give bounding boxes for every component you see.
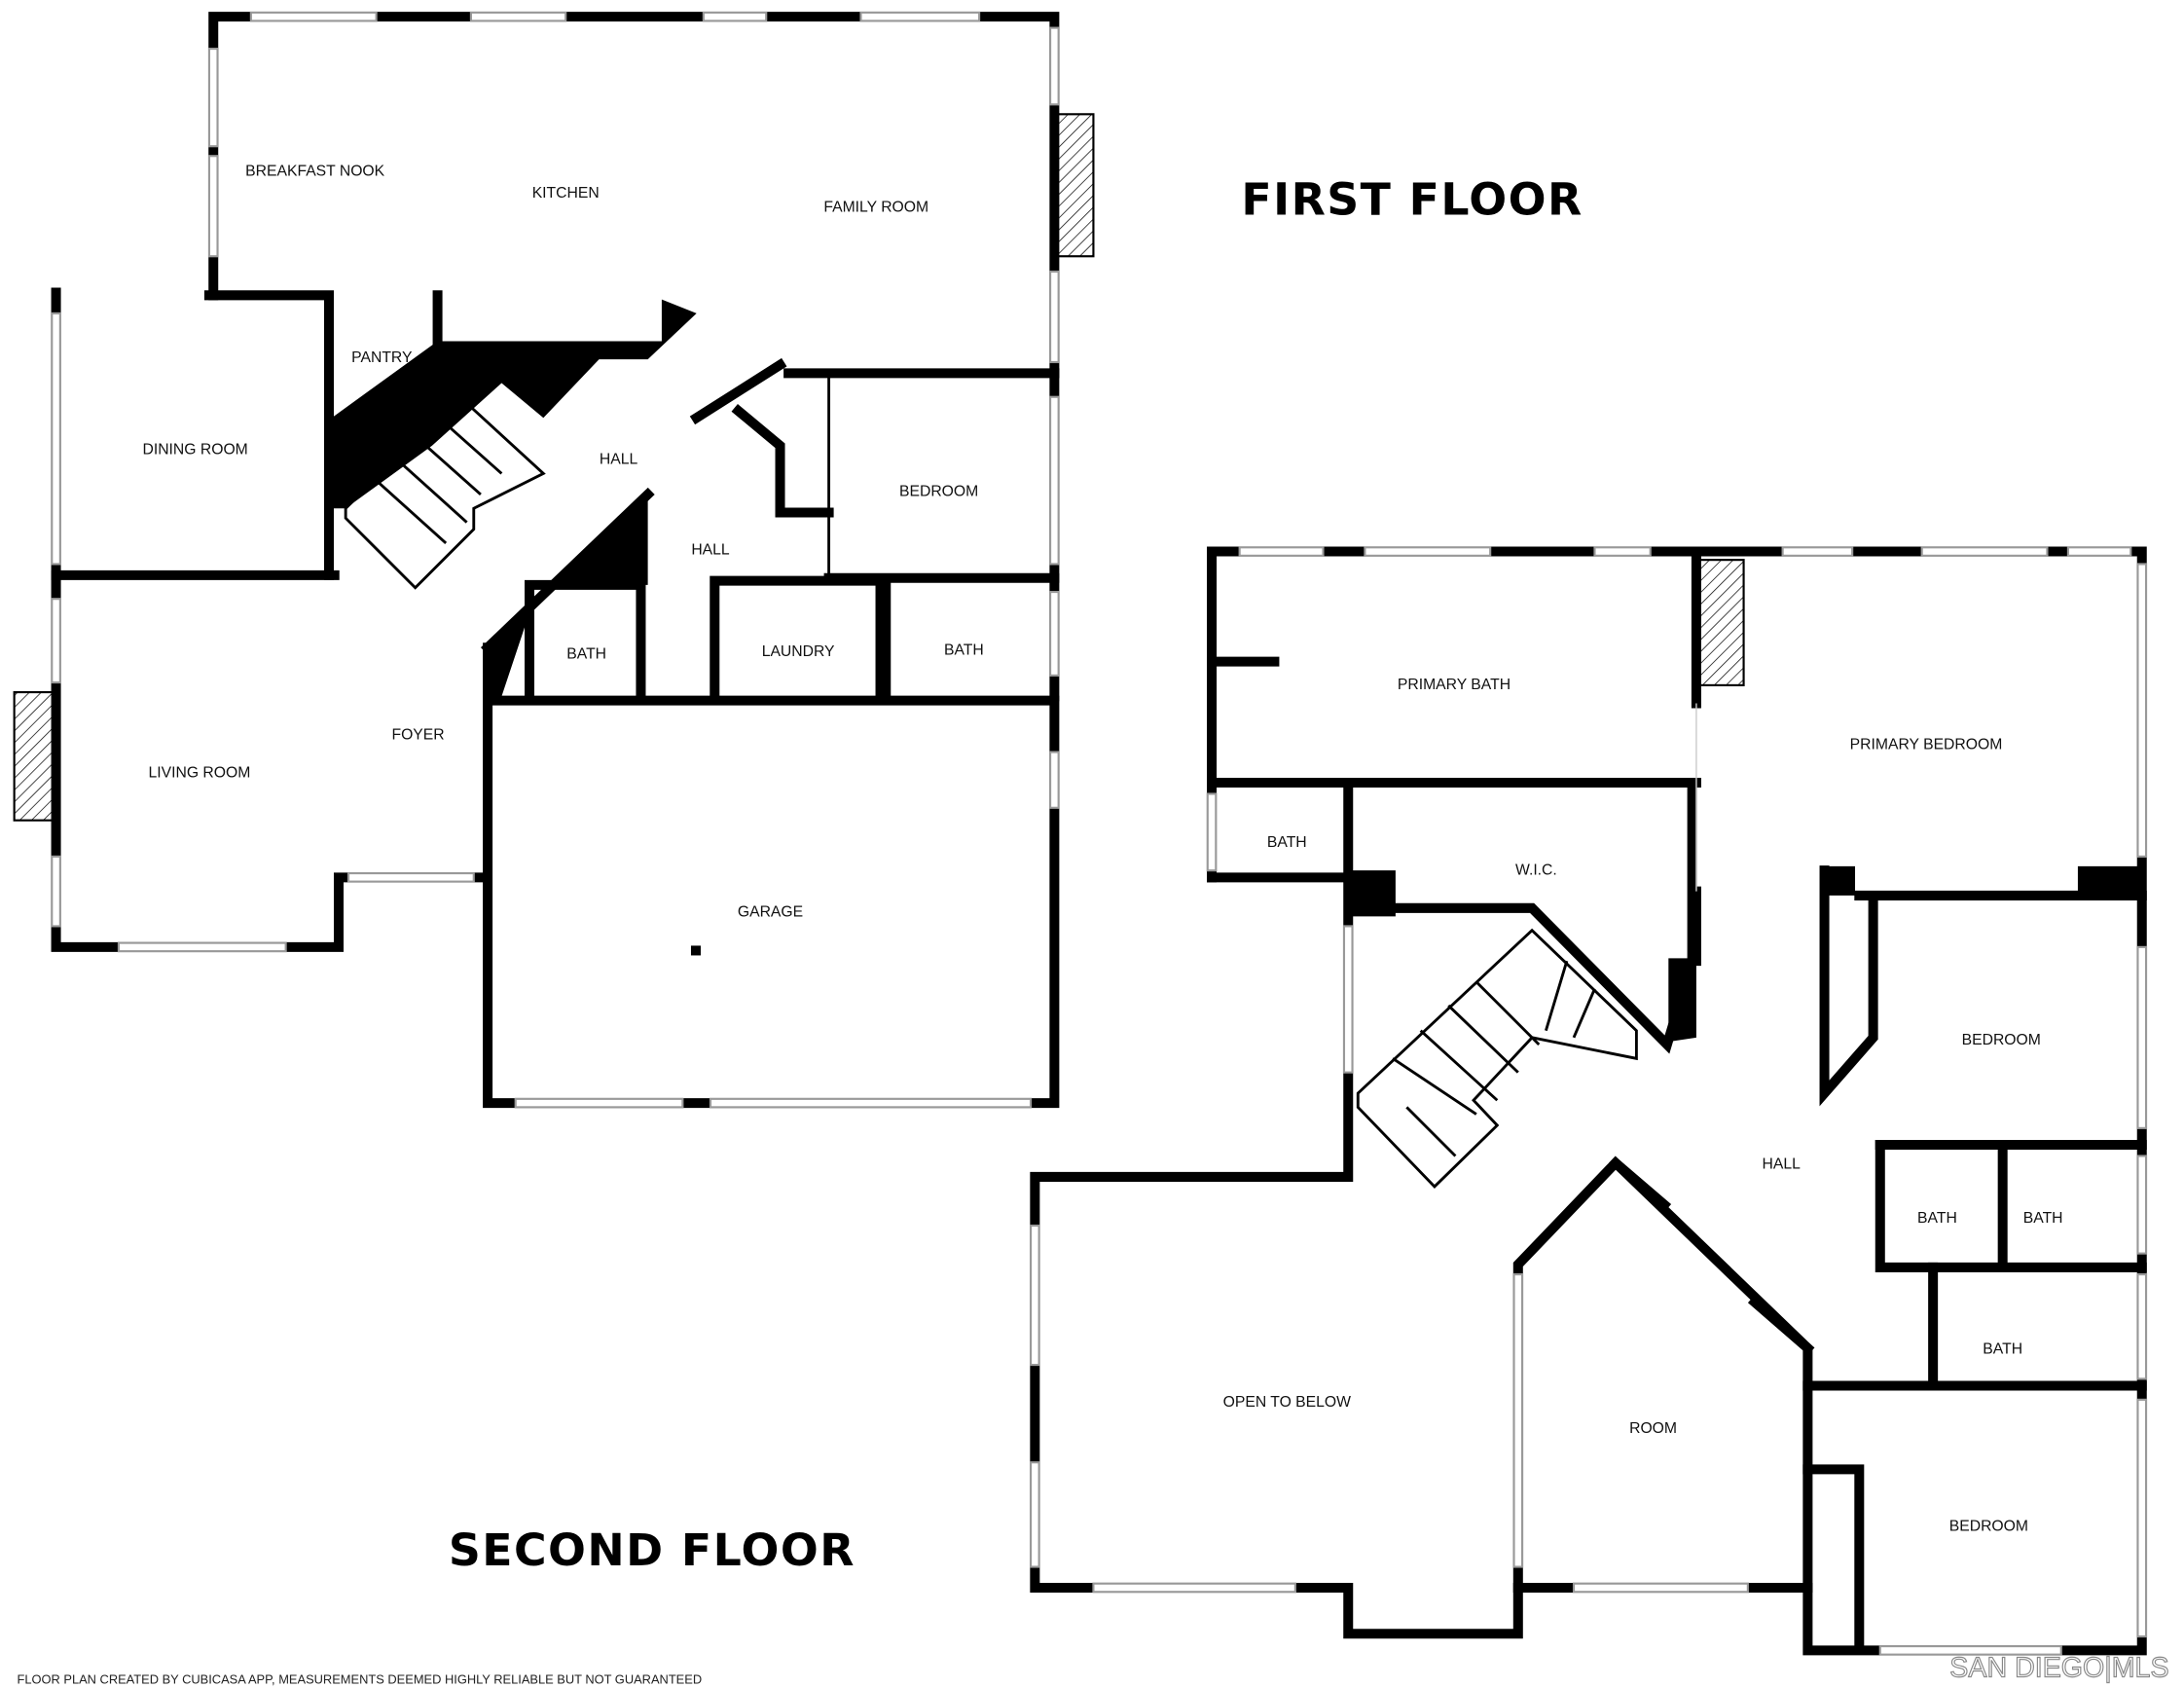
room-label-primary-bath: PRIMARY BATH	[1398, 677, 1511, 693]
first-floor-title: FIRST FLOOR	[1241, 173, 1583, 225]
room-label-open-to-below: OPEN TO BELOW	[1223, 1394, 1351, 1411]
room-label-room: ROOM	[1629, 1420, 1677, 1437]
room-label-living-room: LIVING ROOM	[149, 764, 251, 781]
room-label-bath: BATH	[944, 642, 984, 658]
room-label-pantry: PANTRY	[351, 349, 413, 366]
second-floor-plan: PRIMARY BATH PRIMARY BEDROOM BATH W.I.C.…	[449, 546, 2148, 1656]
room-label-primary-bedroom: PRIMARY BEDROOM	[1850, 737, 2003, 753]
wall-fill	[2077, 865, 2142, 899]
room-label-hall: HALL	[691, 541, 730, 558]
windows	[1029, 546, 2148, 1656]
second-floor-stairs	[1356, 928, 1638, 1189]
room-label-hall: HALL	[600, 451, 638, 467]
room-label-hall: HALL	[1763, 1156, 1802, 1172]
room-label-bath: BATH	[566, 646, 606, 663]
fireplace-icon	[1050, 113, 1095, 258]
room-label-family-room: FAMILY ROOM	[823, 199, 928, 215]
wall-fill	[1348, 870, 1396, 917]
fireplace-icon	[1697, 559, 1745, 686]
first-floor-plan: BREAKFAST NOOK KITCHEN FAMILY ROOM PANTR…	[13, 11, 1583, 1109]
room-label-bedroom: BEDROOM	[899, 483, 978, 499]
room-label-kitchen: KITCHEN	[532, 185, 600, 202]
room-label-dining-room: DINING ROOM	[142, 441, 247, 458]
fireplace-icon	[13, 690, 57, 822]
room-label-breakfast-nook: BREAKFAST NOOK	[245, 163, 384, 179]
first-floor-walls	[51, 12, 1060, 1109]
room-label-wic: W.I.C.	[1515, 862, 1557, 878]
disclaimer-text: FLOOR PLAN CREATED BY CUBICASA APP, MEAS…	[18, 1672, 703, 1687]
wall-fill	[1668, 958, 1696, 1043]
room-label-bath: BATH	[1917, 1210, 1957, 1227]
wall-fill	[1824, 865, 1856, 896]
room-label-foyer: FOYER	[391, 727, 444, 744]
room-label-bath: BATH	[1267, 834, 1307, 851]
windows	[51, 11, 1060, 1109]
room-label-bath: BATH	[1983, 1341, 2022, 1358]
room-label-bedroom: BEDROOM	[1962, 1032, 2041, 1048]
room-label-garage: GARAGE	[738, 903, 803, 920]
wall-fill	[488, 494, 648, 697]
room-label-bedroom: BEDROOM	[1949, 1518, 2028, 1534]
first-floor-stairs	[344, 394, 546, 590]
room-label-laundry: LAUNDRY	[762, 643, 835, 660]
second-floor-walls	[1030, 546, 2147, 1656]
second-floor-title: SECOND FLOOR	[449, 1524, 855, 1576]
stair-wall-fill	[331, 299, 697, 509]
san-diego-mls-logo: SAN DIEGO|MLS	[1949, 1653, 2168, 1684]
room-label-bath: BATH	[2023, 1210, 2063, 1227]
